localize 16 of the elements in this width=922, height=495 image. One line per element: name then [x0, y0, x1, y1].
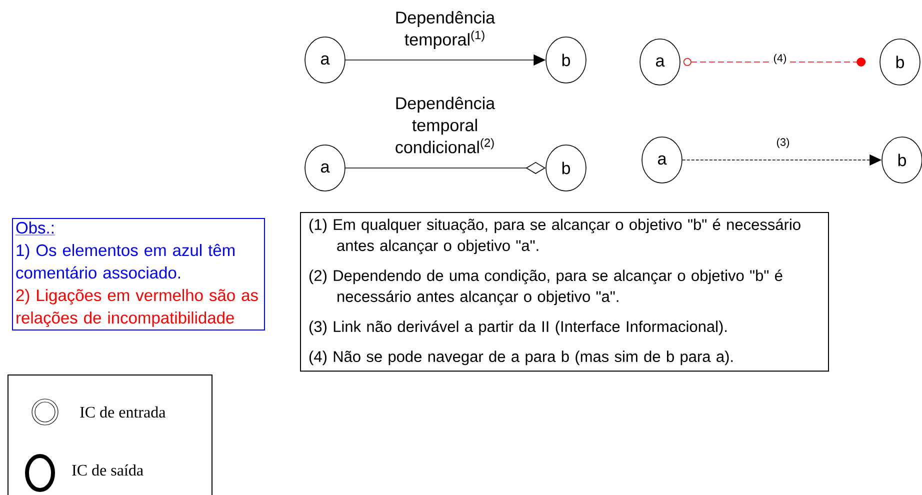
edge-label: Dependência temporal$^{(1)}$ [396, 11, 496, 49]
legend-text: IC de saída [72, 464, 144, 476]
footnote-text: (1) Em qualquer situação, para se alcançar o objetivo "b" é necessário antes alcançar o objetivo "a". [309, 218, 800, 254]
note-text: Obs.: [15, 222, 56, 236]
footnote-text: (2) Dependendo de uma condição, para se alcançar o objetivo "b" é necessário antes alcançar o objetivo "a". [309, 270, 782, 306]
notes-box [300, 212, 829, 372]
edge-label: (3) [776, 138, 790, 148]
footnote-text: (3) Link não derivável a partir da II (Interface Informacional). [309, 320, 727, 336]
note-box [12, 218, 265, 330]
edge-label: Dependência temporal condicional$^{(2)}$ [396, 96, 496, 154]
note-text: 2) Ligações em vermelho são as relações de incompatibilidade [16, 289, 258, 327]
footnote-text: (4) Não se pode navegar de a para b (mas sim de b para a). [309, 350, 733, 366]
legend-text: IC de entrada [80, 406, 166, 418]
note-text: 1) Os elementos em azul têm comentário associado. [16, 244, 234, 279]
connector-arrow [683, 58, 866, 66]
edge-label: (4) [772, 52, 788, 66]
